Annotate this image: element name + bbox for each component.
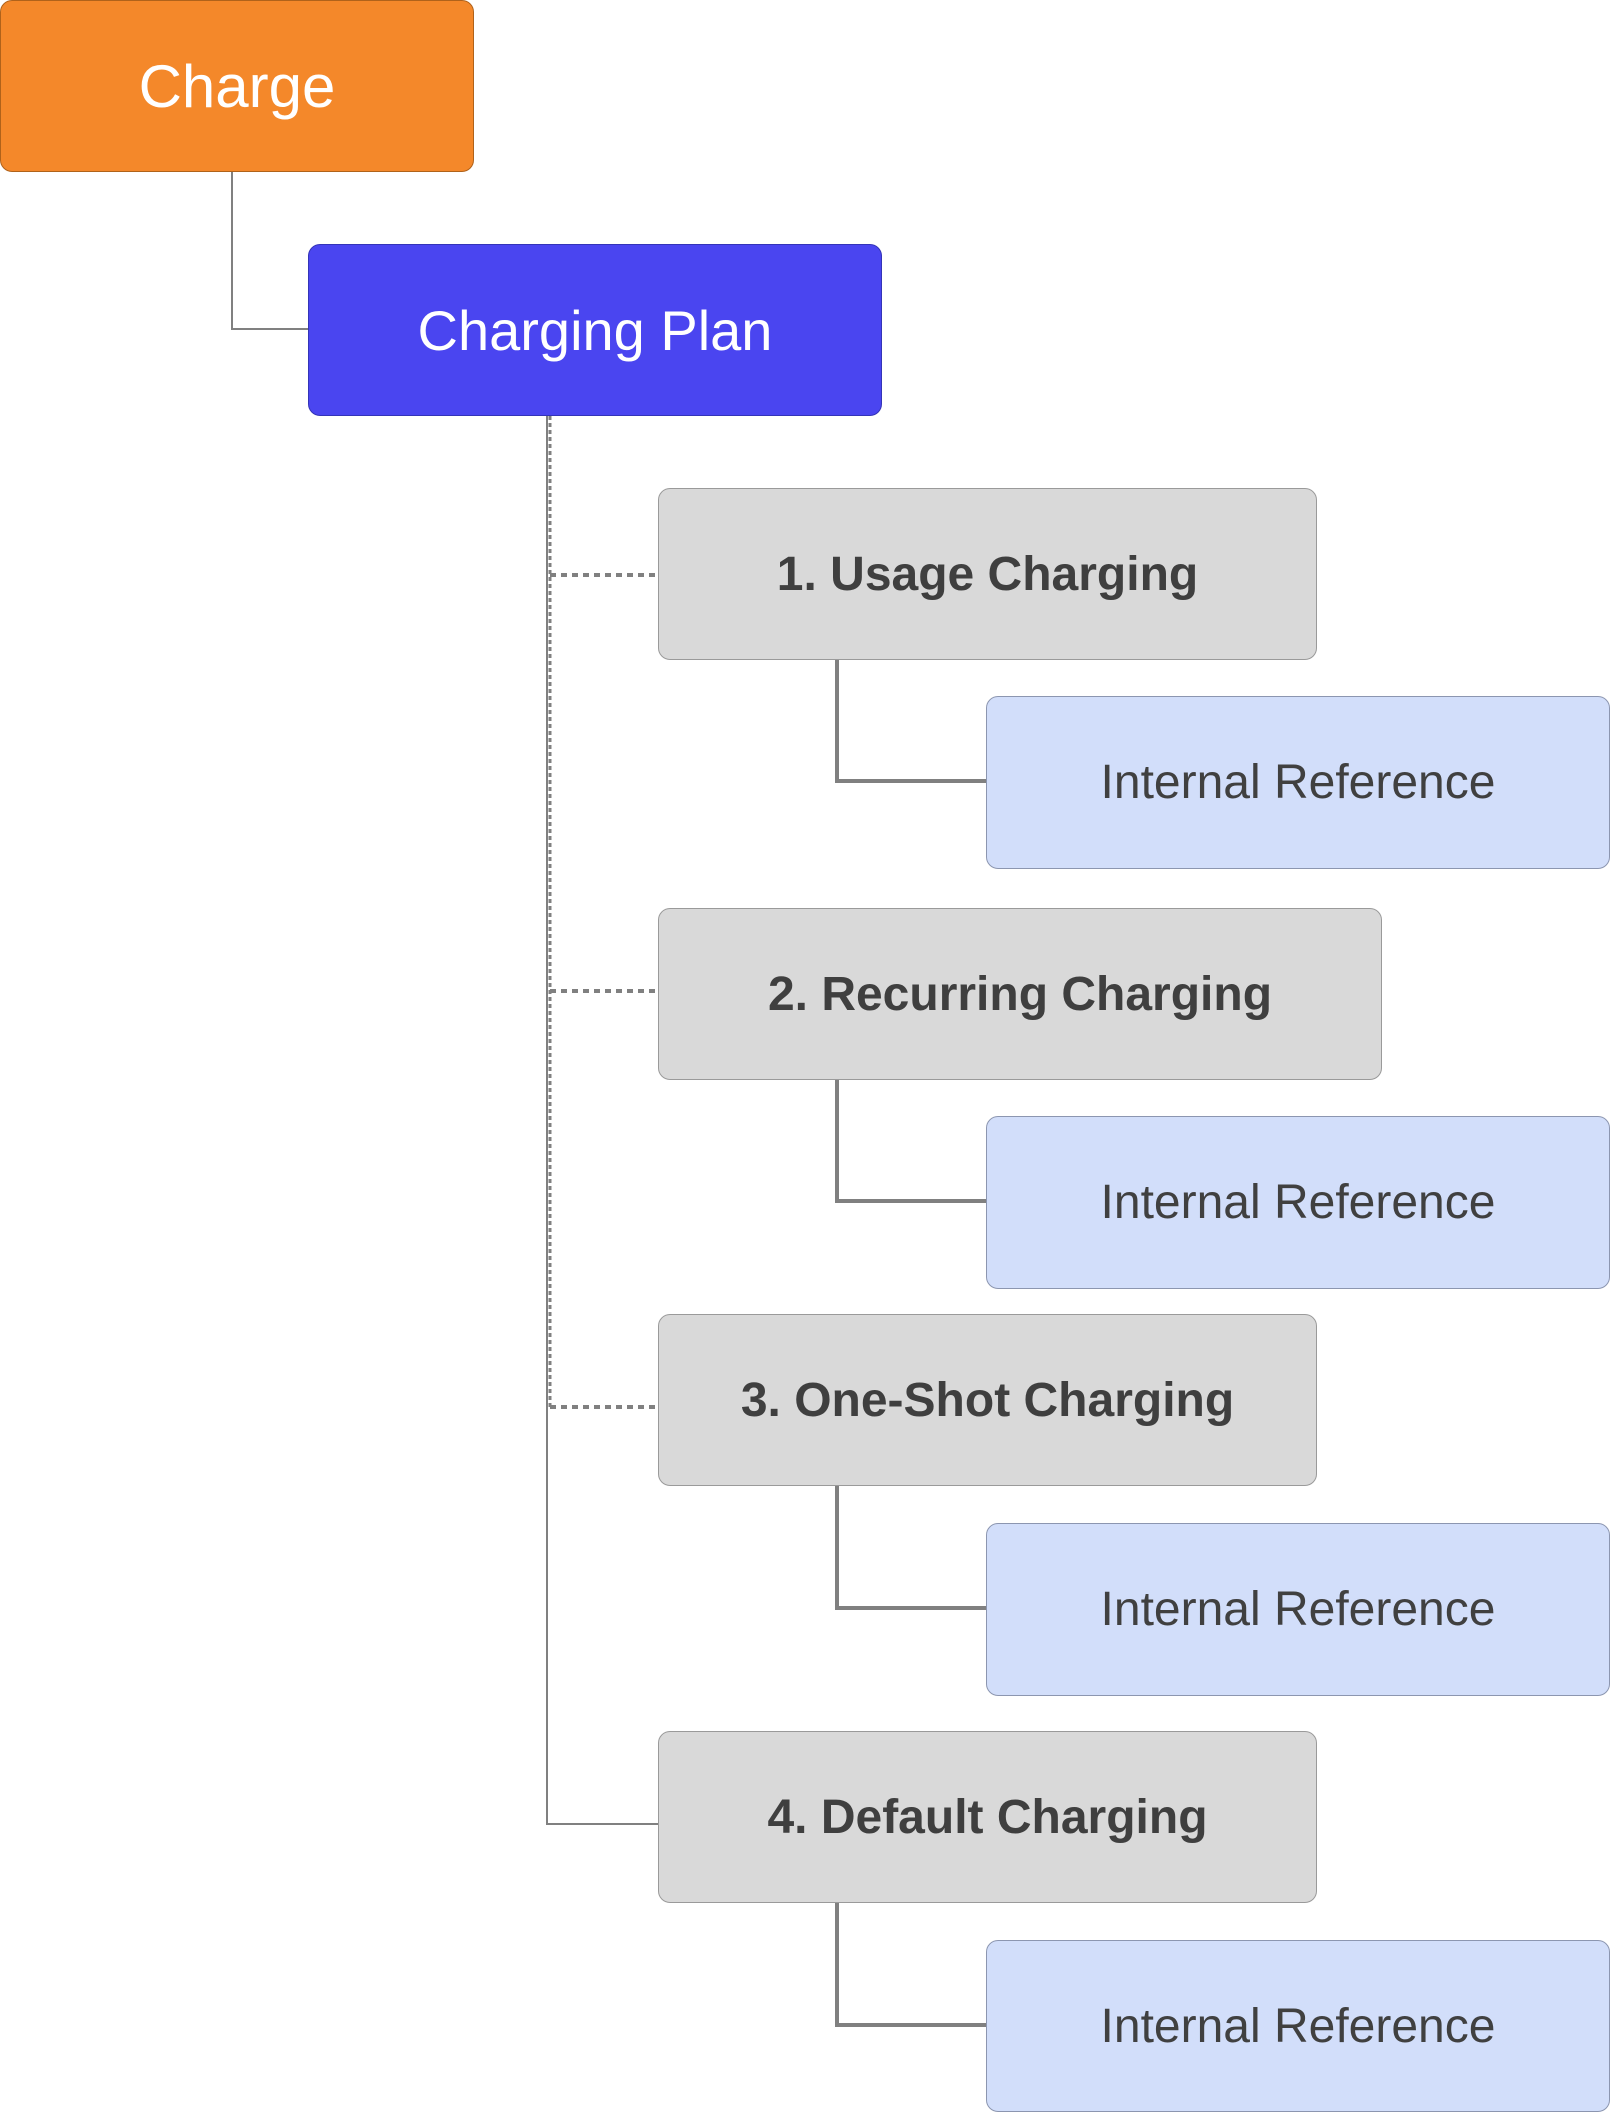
charge-node: Charge <box>0 0 474 172</box>
charge-label: Charge <box>138 52 336 120</box>
usage-charging-node: 1. Usage Charging <box>658 488 1317 660</box>
default-charging-label: 4. Default Charging <box>767 1790 1208 1844</box>
recurring-charging-label: 2. Recurring Charging <box>767 967 1273 1021</box>
connector-default-to-ref <box>835 1903 986 2027</box>
internal-reference-label: Internal Reference <box>1100 1999 1496 2053</box>
internal-reference-label: Internal Reference <box>1100 756 1496 809</box>
one-shot-charging-node: 3. One-Shot Charging <box>658 1314 1317 1486</box>
connector-recurring-to-ref <box>835 1080 986 1203</box>
connector-plan-to-default <box>546 416 658 1825</box>
default-charging-node: 4. Default Charging <box>658 1731 1317 1903</box>
connector-oneshot-to-ref <box>835 1486 986 1610</box>
default-internal-reference-node: Internal Reference <box>986 1940 1610 2112</box>
connector-root-to-plan <box>231 172 308 330</box>
charging-plan-label: Charging Plan <box>417 298 773 362</box>
recurring-charging-node: 2. Recurring Charging <box>658 908 1382 1080</box>
usage-internal-reference-node: Internal Reference <box>986 696 1610 869</box>
recurring-internal-reference-node: Internal Reference <box>986 1116 1610 1289</box>
charging-plan-node: Charging Plan <box>308 244 882 416</box>
connector-usage-to-ref <box>835 660 986 783</box>
internal-reference-label: Internal Reference <box>1100 1583 1496 1636</box>
usage-charging-label: 1. Usage Charging <box>776 547 1199 601</box>
internal-reference-label: Internal Reference <box>1100 1176 1496 1229</box>
one-shot-internal-reference-node: Internal Reference <box>986 1523 1610 1696</box>
one-shot-charging-label: 3. One-Shot Charging <box>740 1373 1235 1427</box>
